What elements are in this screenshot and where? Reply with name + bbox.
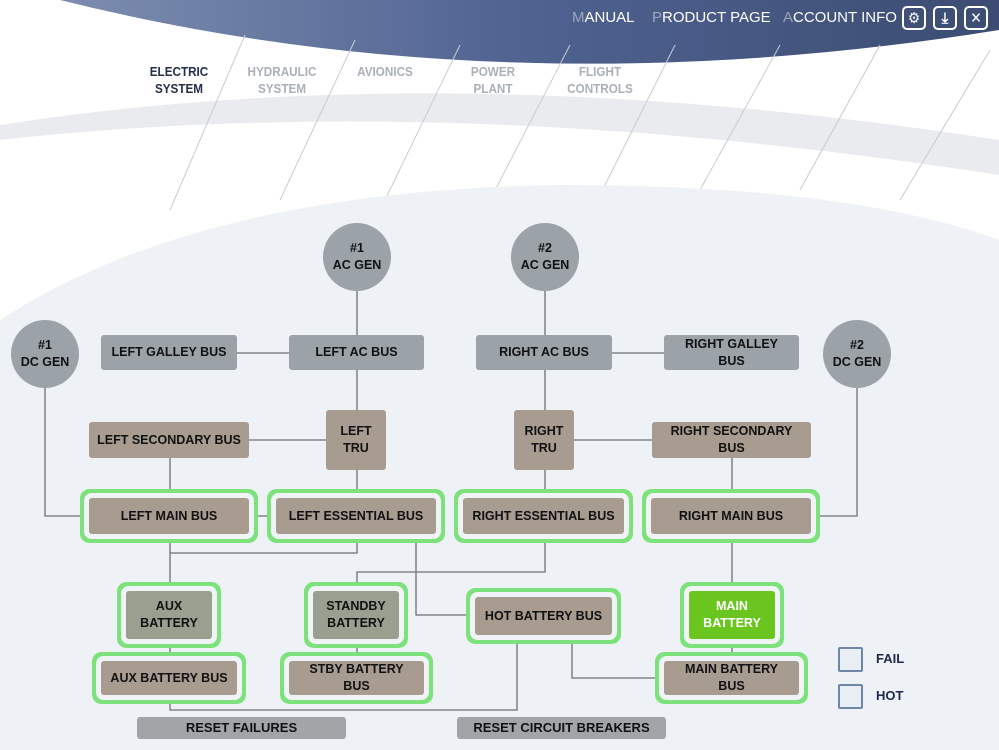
tab-label: SYSTEM (154, 81, 204, 96)
product-page-initial: P (652, 9, 663, 26)
hot-checkbox[interactable] (838, 684, 863, 709)
main-battery-bus[interactable]: MAIN BATTERY BUS (664, 661, 799, 695)
right-ac-bus[interactable]: RIGHT AC BUS (476, 335, 612, 370)
reset-circuit-breakers-button[interactable]: RESET CIRCUIT BREAKERS (457, 717, 666, 739)
aux-battery-bus[interactable]: AUX BATTERY BUS (101, 661, 237, 695)
main-battery[interactable]: MAIN BATTERY (689, 591, 775, 639)
tab-label: SYSTEM (257, 81, 307, 96)
manual-initial: M (572, 9, 585, 26)
account-info-label: CCOUNT INFO (793, 9, 897, 26)
download-icon[interactable]: ⤓ (933, 6, 957, 30)
tab-label: POWER (470, 64, 516, 79)
stby-battery-bus[interactable]: STBY BATTERY BUS (289, 661, 424, 695)
right-galley-bus[interactable]: RIGHT GALLEY BUS (664, 335, 799, 370)
right-essential-bus[interactable]: RIGHT ESSENTIAL BUS (463, 498, 624, 534)
node-label: AC GEN (520, 258, 570, 272)
tab-label: CONTROLS (567, 81, 633, 96)
manual-label: ANUAL (584, 9, 635, 26)
left-essential-bus[interactable]: LEFT ESSENTIAL BUS (276, 498, 436, 534)
right-main-bus[interactable]: RIGHT MAIN BUS (651, 498, 811, 534)
account-info-initial: A (783, 9, 794, 26)
left-main-bus[interactable]: LEFT MAIN BUS (89, 498, 249, 534)
tab-label: PLANT (473, 81, 513, 96)
dc-gen-1[interactable]: #1 DC GEN (11, 320, 79, 388)
tab-label: AVIONICS (357, 64, 413, 79)
tab-label: HYDRAULIC (247, 64, 317, 79)
dc-gen-2[interactable]: #2 DC GEN (823, 320, 891, 388)
fail-checkbox[interactable] (838, 647, 863, 672)
node-label: #1 (350, 241, 364, 255)
account-info-link[interactable]: ACCOUNT INFO (783, 9, 897, 26)
product-page-label: RODUCT PAGE (662, 9, 771, 26)
tab-hydraulic-system[interactable]: HYDRAULIC SYSTEM (241, 63, 324, 97)
right-secondary-bus[interactable]: RIGHT SECONDARY BUS (652, 422, 811, 458)
tab-label: FLIGHT (578, 64, 622, 79)
node-label: AC GEN (332, 258, 382, 272)
hot-battery-bus[interactable]: HOT BATTERY BUS (475, 597, 612, 635)
tab-power-plant[interactable]: POWER PLANT (456, 63, 530, 97)
hot-label: HOT (876, 688, 904, 703)
node-label: #2 (850, 338, 864, 352)
node-label: #1 (38, 338, 52, 352)
tab-avionics[interactable]: AVIONICS (348, 63, 422, 80)
node-label: DC GEN (832, 355, 882, 369)
close-icon[interactable]: ✕ (964, 6, 988, 30)
right-tru[interactable]: RIGHT TRU (514, 410, 574, 470)
tab-flight-controls[interactable]: FLIGHT CONTROLS (560, 63, 641, 97)
aux-battery[interactable]: AUX BATTERY (126, 591, 212, 639)
ac-gen-2[interactable]: #2 AC GEN (511, 223, 579, 291)
fail-label: FAIL (876, 651, 905, 666)
ac-gen-1[interactable]: #1 AC GEN (323, 223, 391, 291)
manual-link[interactable]: MANUAL (572, 9, 635, 26)
tab-label: ELECTRIC (149, 64, 209, 79)
left-tru[interactable]: LEFT TRU (326, 410, 386, 470)
left-ac-bus[interactable]: LEFT AC BUS (289, 335, 424, 370)
standby-battery[interactable]: STANDBY BATTERY (313, 591, 399, 639)
gear-icon[interactable]: ⚙ (902, 6, 926, 30)
product-page-link[interactable]: PRODUCT PAGE (652, 9, 771, 26)
node-label: #2 (538, 241, 552, 255)
tab-electric-system[interactable]: ELECTRIC SYSTEM (142, 63, 216, 97)
node-label: DC GEN (20, 355, 70, 369)
left-secondary-bus[interactable]: LEFT SECONDARY BUS (89, 422, 249, 458)
left-galley-bus[interactable]: LEFT GALLEY BUS (101, 335, 237, 370)
reset-failures-button[interactable]: RESET FAILURES (137, 717, 346, 739)
